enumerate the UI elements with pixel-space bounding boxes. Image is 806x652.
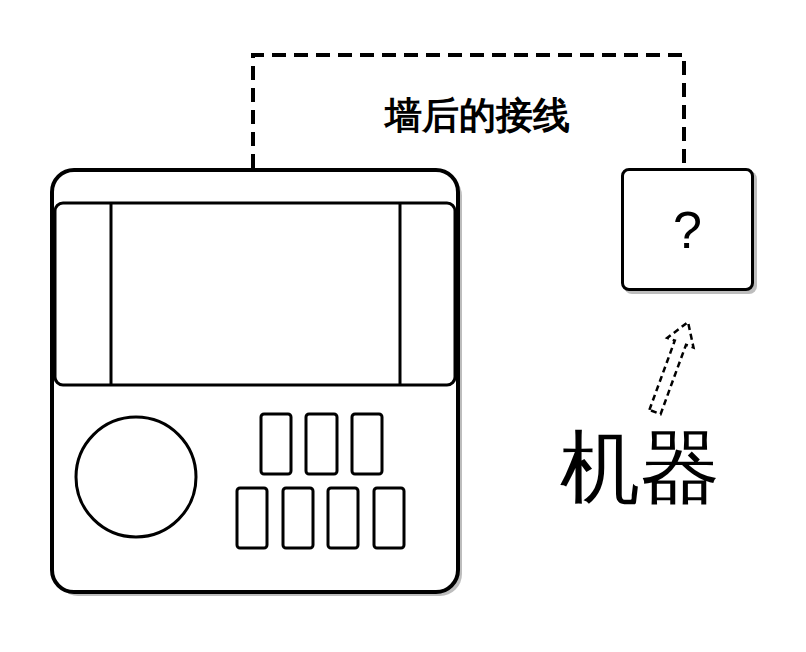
device-screen xyxy=(55,203,455,385)
device-button xyxy=(374,488,404,548)
wiring-label: 墙后的接线 xyxy=(385,97,570,134)
device-button xyxy=(261,414,291,474)
unknown-box: ? xyxy=(621,168,754,291)
box-text: ? xyxy=(673,204,702,256)
device-button xyxy=(237,488,267,548)
device-button xyxy=(283,488,313,548)
device-button xyxy=(352,414,382,474)
device-body xyxy=(52,170,458,592)
device-button xyxy=(328,488,358,548)
device-knob xyxy=(76,417,196,537)
screen-divider xyxy=(110,203,113,385)
wall-wiring xyxy=(253,55,684,168)
device-button xyxy=(306,414,337,474)
machine-label: 机器 xyxy=(560,428,720,508)
screen-divider xyxy=(399,203,402,385)
device-shadow xyxy=(56,174,462,596)
pointer-arrow xyxy=(649,322,693,414)
